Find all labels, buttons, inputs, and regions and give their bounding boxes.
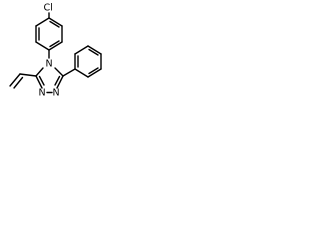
- chemical-structure: Cl N N N: [9, 3, 102, 99]
- triazole-ring: [35, 67, 64, 94]
- bond: [35, 17, 50, 27]
- n1-atom-label: N: [39, 88, 46, 99]
- bond: [35, 41, 50, 51]
- double-bond: [49, 40, 60, 48]
- bond: [35, 75, 43, 89]
- double-bond: [13, 76, 24, 89]
- bond: [74, 68, 89, 78]
- bond: [35, 67, 44, 77]
- double-bond: [38, 75, 45, 86]
- chlorophenyl-ring: [35, 17, 63, 51]
- bond: [74, 45, 89, 55]
- double-bond: [88, 48, 99, 56]
- bond: [48, 17, 63, 27]
- vinyl-group: [9, 73, 37, 89]
- bond: [48, 41, 63, 51]
- chlorine-atom-label: Cl: [44, 3, 53, 14]
- n4-atom-label: N: [46, 59, 53, 70]
- bond: [56, 75, 64, 89]
- bond: [19, 73, 37, 77]
- bond-triazole-phenyl: [62, 68, 76, 77]
- phenyl-ring: [62, 45, 102, 78]
- bond: [54, 67, 64, 77]
- bond: [87, 68, 102, 78]
- bond: [87, 45, 102, 55]
- n2-atom-label: N: [53, 88, 60, 99]
- double-bond: [54, 75, 61, 86]
- double-bond: [49, 20, 60, 28]
- bond: [9, 73, 21, 87]
- double-bond: [88, 67, 99, 75]
